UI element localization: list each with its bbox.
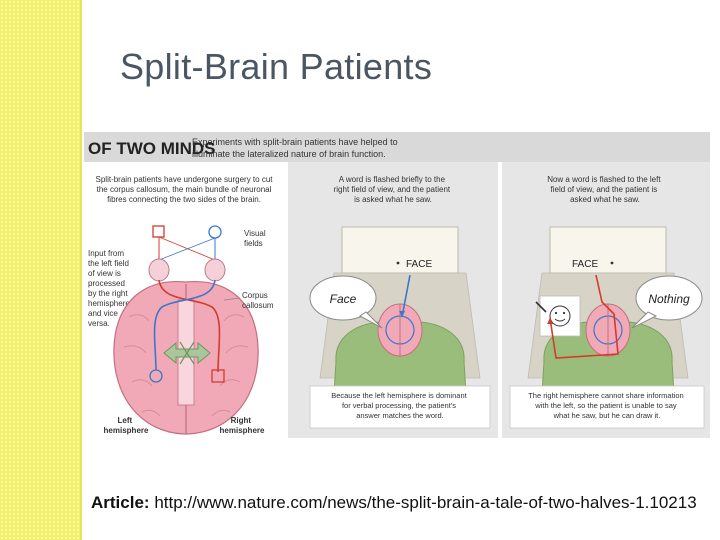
speech-bubble-face [309, 275, 377, 321]
right-hemisphere-label: Right hemisphere [220, 416, 265, 435]
monitor-screen-2 [549, 226, 667, 274]
svg-text:The right hemisphere cannot sh: The right hemisphere cannot share inform… [528, 391, 686, 420]
pencil-icon [535, 301, 547, 313]
panel3-caption-box [509, 385, 705, 429]
figure-subheading-2: illuminate the lateralized nature of bra… [192, 149, 386, 159]
intro-line-3: fibres connecting the two sides of the b… [107, 195, 261, 204]
decorative-side-stripe [0, 0, 80, 540]
split-brain-figure: OF TWO MINDS Experiments with split-brai… [84, 132, 710, 438]
figure-header-band [84, 132, 710, 162]
figure-subheading-1: Experiments with split-brain patients ha… [192, 137, 398, 147]
article-link[interactable]: http://www.nature.com/news/the-split-bra… [154, 493, 697, 512]
svg-text:Because the left hemisphere is: Because the left hemisphere is dominant … [331, 391, 469, 420]
intro-line-1: Split-brain patients have undergone surg… [96, 175, 274, 184]
panel-verbal-report: A word is flashed briefly to the right f… [288, 162, 498, 438]
article-label: Article: [91, 493, 150, 512]
intro-line-2: the corpus callosum, the main bundle of … [97, 185, 272, 194]
panel2-flashed-word: FACE [406, 259, 432, 270]
article-citation: Article: http://www.nature.com/news/the-… [91, 490, 711, 515]
svg-text:Nothing: Nothing [648, 292, 690, 306]
svg-text:Face: Face [330, 292, 357, 306]
left-hemisphere-label: Left hemisphere [104, 416, 149, 435]
figure-heading: OF TWO MINDS [88, 139, 215, 158]
visual-fields-label: Visual fields [244, 229, 268, 248]
drawing-paper [539, 295, 581, 337]
right-eye-icon [204, 258, 226, 282]
speech-bubble-nothing [635, 275, 703, 321]
corpus-callosum-label: Corpus callosum [242, 291, 274, 310]
left-eye-icon [148, 258, 170, 282]
panel2-caption-box [309, 385, 491, 429]
square-projection-icon [211, 369, 225, 383]
panel-drawing-response: Now a word is flashed to the left field … [502, 162, 710, 438]
monitor-screen [341, 226, 459, 274]
stripe-edge [80, 0, 82, 540]
svg-text:A word is flashed briefly to t: A word is flashed briefly to the right f… [334, 175, 453, 204]
panel3-flashed-word: FACE [572, 259, 598, 270]
circle-projection-icon [149, 369, 163, 383]
smiley-drawing-icon [549, 305, 571, 327]
svg-text:Now a word is flashed to the l: Now a word is flashed to the left field … [547, 175, 663, 204]
input-processing-label: Input from the left field of view is pro… [88, 249, 132, 328]
slide-title: Split-Brain Patients [120, 46, 433, 87]
